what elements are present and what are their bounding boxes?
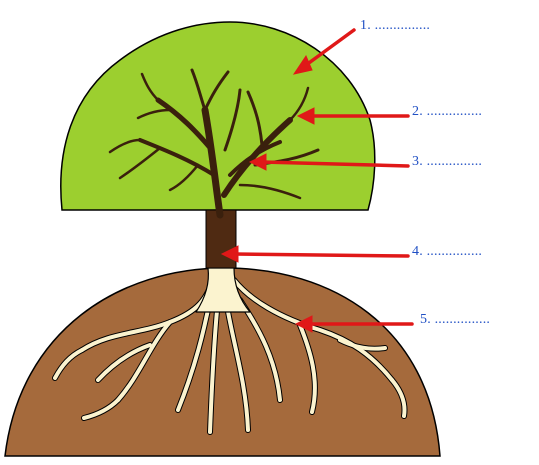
pointer-arrows <box>220 28 414 333</box>
label-5: 5. ............... <box>420 312 490 328</box>
label-2: 2. ............... <box>412 104 482 120</box>
label-1-blank[interactable]: ............... <box>374 18 431 33</box>
label-4-blank[interactable]: ............... <box>426 244 483 259</box>
label-1-number: 1. <box>360 18 371 33</box>
arrow-1 <box>292 28 356 75</box>
label-5-blank[interactable]: ............... <box>434 312 491 327</box>
branches <box>108 68 320 219</box>
label-3: 3. ............... <box>412 154 482 170</box>
label-1: 1. ............... <box>360 18 430 34</box>
arrow-4 <box>220 245 410 263</box>
roots <box>52 267 408 435</box>
label-2-number: 2. <box>412 104 423 119</box>
label-2-blank[interactable]: ............... <box>426 104 483 119</box>
label-5-number: 5. <box>420 312 431 327</box>
arrow-2 <box>296 107 410 125</box>
arrow-3 <box>248 153 410 171</box>
label-4-number: 4. <box>412 244 423 259</box>
label-3-blank[interactable]: ............... <box>426 154 483 169</box>
label-3-number: 3. <box>412 154 423 169</box>
label-4: 4. ............... <box>412 244 482 260</box>
arrow-5 <box>294 315 414 333</box>
